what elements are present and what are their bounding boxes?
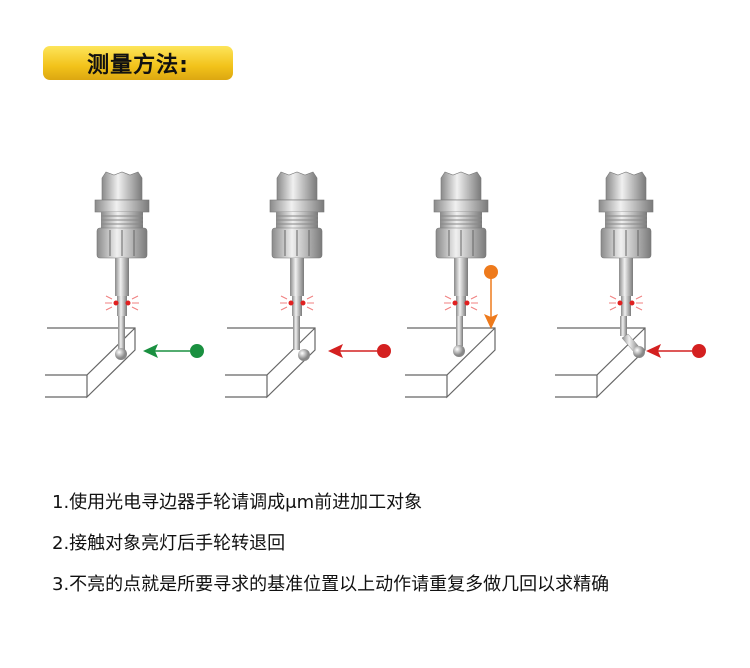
- arrow-left-icon: [328, 344, 343, 358]
- panel-2: [224, 171, 391, 398]
- panel-4: [554, 171, 706, 398]
- title-badge: 测量方法:: [43, 46, 233, 80]
- arrow-left-icon: [646, 344, 661, 358]
- probe-ball: [115, 348, 127, 360]
- step-3: 3.不亮的点就是所要寻求的基准位置以上动作请重复多做几回以求精确: [52, 574, 610, 595]
- step-1: 1.使用光电寻边器手轮请调成μm前进加工对象: [52, 492, 423, 513]
- probe-diagrams: [44, 171, 706, 398]
- arrow-down-icon: [484, 314, 498, 329]
- arrow-left-icon: [143, 344, 158, 358]
- panel-3: [404, 171, 498, 398]
- step-2: 2.接触对象亮灯后手轮转退回: [52, 533, 286, 554]
- panel-1: [44, 171, 204, 398]
